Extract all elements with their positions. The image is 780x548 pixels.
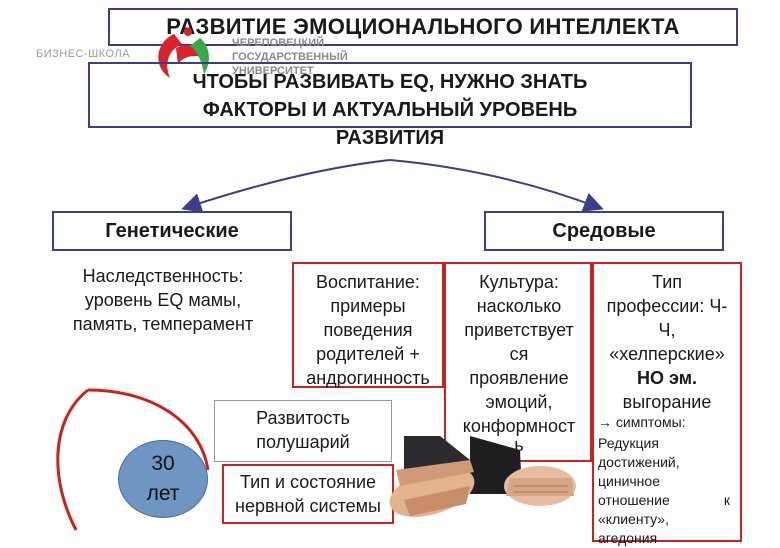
text-line: конформност <box>462 416 576 436</box>
symptom-line: отношение к <box>598 491 738 510</box>
arrow-to-genetic <box>181 159 391 213</box>
text-line: ь <box>514 435 524 455</box>
symptoms-label-row: → симптомы: <box>598 412 738 432</box>
text-line: полушарий <box>256 432 350 452</box>
text-line-bold: НО эм. <box>636 368 698 388</box>
text-line: примеры <box>330 296 406 316</box>
logo-line: ГОСУДАРСТВЕННЫЙ <box>232 51 348 63</box>
clapping-hands-photo <box>389 460 475 517</box>
text-line: эмоций, <box>485 392 553 412</box>
hemispheres-box <box>214 400 392 462</box>
text-line: память, темперамент <box>72 314 254 334</box>
clasped-hands-photo <box>504 466 576 506</box>
text-line: профессии: Ч- <box>606 296 728 316</box>
text-line: Тип <box>651 272 682 292</box>
genetic-description: Наследственность: уровень EQ мамы, памят… <box>54 264 272 336</box>
symptom-word: к <box>723 492 730 508</box>
symptoms-label: симптомы: <box>615 414 686 430</box>
text-line: андрогинность <box>306 368 430 388</box>
slide-title: РАЗВИТИЕ ЭМОЦИОНАЛЬНОГО ИНТЕЛЛЕКТА <box>108 8 738 46</box>
text-line: Ч, <box>658 320 676 340</box>
subtitle-box: ЧТОБЫ РАЗВИВАТЬ EQ, НУЖНО ЗНАТЬ ФАКТОРЫ … <box>88 62 692 149</box>
text-line: Культура: <box>479 272 559 292</box>
category-environmental: Средовые <box>484 211 724 251</box>
text-line: родителей + <box>316 344 420 364</box>
subtitle-line: ЧТОБЫ РАЗВИВАТЬ EQ, НУЖНО ЗНАТЬ <box>192 71 588 93</box>
university-logo-icon <box>158 28 209 78</box>
logo-university-text: ЧЕРЕПОВЕЦКИЙ ГОСУДАРСТВЕННЫЙ УНИВЕРСИТЕТ <box>232 36 382 78</box>
text-line: выгорание <box>622 392 712 412</box>
arrow-to-environmental <box>389 159 604 212</box>
hemispheres-text: Развитость полушарий <box>214 406 392 454</box>
text-line: приветствует <box>464 320 574 340</box>
culture-text: Культура: насколько приветствует ся проя… <box>446 270 592 455</box>
text-line: насколько <box>476 296 562 316</box>
subtitle-line: ФАКТОРЫ И АКТУАЛЬНЫЙ УРОВЕНЬ <box>202 99 578 121</box>
age-number: 30 <box>151 452 175 475</box>
profession-text: Тип профессии: Ч- Ч, «хелперские» НО эм.… <box>594 270 740 414</box>
text-line: Развитость <box>256 408 350 428</box>
age-unit: лет <box>146 482 180 505</box>
symptom-line: циничное <box>598 473 660 489</box>
subtitle-line: РАЗВИТИЯ <box>335 127 445 149</box>
age-badge: 30 лет <box>118 440 208 518</box>
text-line: Воспитание: <box>316 272 420 292</box>
arrow-right-icon: → <box>598 414 612 430</box>
symptom-line: Редукция <box>598 435 659 451</box>
text-line: нервной системы <box>235 496 381 516</box>
symptom-word: отношение <box>598 492 670 508</box>
symptom-line: достижений, <box>598 454 680 470</box>
text-line: ся <box>509 344 529 364</box>
nervous-system-text: Тип и состояние нервной системы <box>222 470 394 518</box>
red-bracket-left <box>56 388 89 531</box>
text-line: Тип и состояние <box>239 472 377 492</box>
logo: БИЗНЕС-ШКОЛА ЧЕРЕПОВЕЦКИЙ ГОСУДАРСТВЕННЫ… <box>34 28 374 84</box>
logo-line: УНИВЕРСИТЕТ <box>232 65 314 77</box>
logo-school-text: БИЗНЕС-ШКОЛА <box>36 48 131 60</box>
upbringing-text: Воспитание: примеры поведения родителей … <box>292 270 444 390</box>
upbringing-box <box>292 262 444 388</box>
text-line: уровень EQ мамы, <box>84 290 242 310</box>
text-line: Наследственность: <box>82 266 244 286</box>
logo-line: ЧЕРЕПОВЕЦКИЙ <box>232 37 325 49</box>
symptom-line: агедония <box>598 530 658 546</box>
text-line: проявление <box>469 368 569 388</box>
category-genetic: Генетические <box>52 211 292 251</box>
symptom-line: «клиенту», <box>598 511 669 527</box>
symptoms-list: Редукция достижений, циничное отношение … <box>598 434 738 548</box>
text-line: поведения <box>323 320 413 340</box>
text-line: «хелперские» <box>609 344 725 364</box>
